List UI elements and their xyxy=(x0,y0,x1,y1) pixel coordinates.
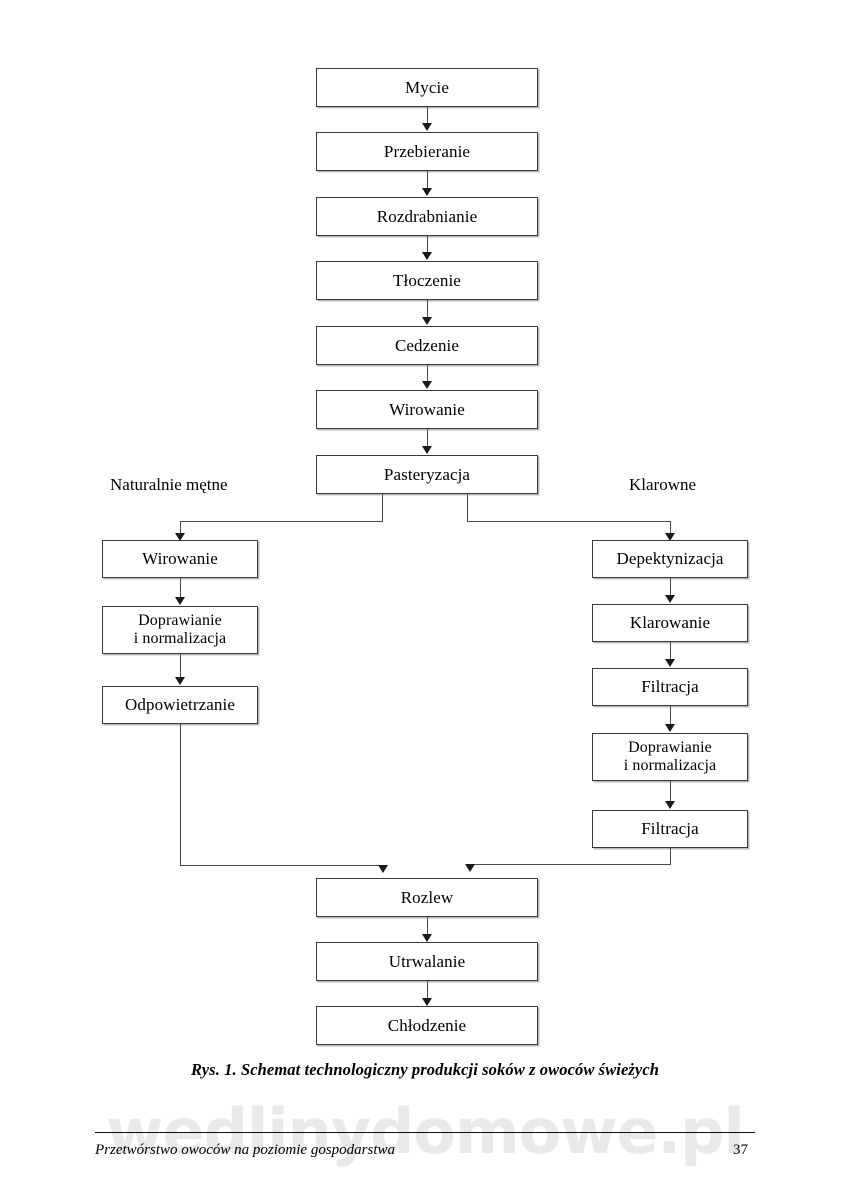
arrowhead-right-depektynizacja xyxy=(665,533,675,541)
branch-left-stem-descend xyxy=(180,521,181,535)
connector-cedzenie-wirowanie xyxy=(427,365,428,382)
merge-left-horizontal xyxy=(180,865,384,866)
connector-wirowanie-pasteryzacja xyxy=(427,429,428,447)
arrowhead-left-doprawianie xyxy=(175,597,185,605)
flow-node-rozlew[interactable]: Rozlew xyxy=(316,878,538,917)
flow-node-chlodzenie[interactable]: Chłodzenie xyxy=(316,1006,538,1045)
arrowhead-right-doprawianie xyxy=(665,724,675,732)
connector-right-doprawianie-filtracja2 xyxy=(670,781,671,801)
arrowhead-rozdrabnianie xyxy=(422,188,432,196)
flow-node-wirowanie[interactable]: Wirowanie xyxy=(316,390,538,429)
arrowhead-right-klarowanie xyxy=(665,595,675,603)
arrowhead-wirowanie xyxy=(422,381,432,389)
flow-node-cedzenie[interactable]: Cedzenie xyxy=(316,326,538,365)
connector-rozdrabnianie-tloczenie xyxy=(427,236,428,253)
branch-right-stem-horizontal xyxy=(467,521,670,522)
footer-page-number: 37 xyxy=(733,1142,748,1158)
arrowhead-left-odpowietrzanie xyxy=(175,677,185,685)
branch-left-stem-horizontal xyxy=(180,521,383,522)
connector-right-klarowanie-filtracja xyxy=(670,642,671,659)
arrowhead-merge-right-rozlew xyxy=(465,864,475,872)
footer-divider xyxy=(95,1132,755,1133)
arrowhead-merge-left-rozlew xyxy=(378,865,388,873)
flow-node-pasteryzacja[interactable]: Pasteryzacja xyxy=(316,455,538,494)
flow-node-rozdrabnianie[interactable]: Rozdrabnianie xyxy=(316,197,538,236)
flow-node-right-filtracja-2[interactable]: Filtracja xyxy=(592,810,748,848)
branch-right-stem-descend xyxy=(670,521,671,535)
flow-node-right-depektynizacja[interactable]: Depektynizacja xyxy=(592,540,748,578)
branch-left-stem-drop xyxy=(382,494,383,522)
merge-right-descend xyxy=(670,848,671,865)
connector-mycie-przebieranie xyxy=(427,107,428,124)
flow-node-right-doprawianie[interactable]: Doprawianie i normalizacja xyxy=(592,733,748,781)
arrowhead-right-filtracja-1 xyxy=(665,659,675,667)
connector-przebieranie-rozdrabnianie xyxy=(427,171,428,189)
branch-label-left: Naturalnie mętne xyxy=(110,475,228,494)
flow-node-right-filtracja-1[interactable]: Filtracja xyxy=(592,668,748,706)
figure-caption: Rys. 1. Schemat technologiczny produkcji… xyxy=(190,1060,660,1079)
connector-right-filtracja-doprawianie xyxy=(670,706,671,724)
connector-utrwalanie-chlodzenie xyxy=(427,981,428,998)
branch-label-right: Klarowne xyxy=(629,475,697,494)
connector-left-wirowanie-doprawianie xyxy=(180,578,181,597)
flow-node-left-wirowanie[interactable]: Wirowanie xyxy=(102,540,258,578)
connector-rozlew-utrwalanie xyxy=(427,917,428,934)
arrowhead-right-filtracja-2 xyxy=(665,801,675,809)
arrowhead-utrwalanie xyxy=(422,934,432,942)
arrowhead-pasteryzacja xyxy=(422,446,432,454)
footer-running-title: Przetwórstwo owoców na poziomie gospodar… xyxy=(95,1142,396,1158)
flow-node-left-odpowietrzanie[interactable]: Odpowietrzanie xyxy=(102,686,258,724)
arrowhead-cedzenie xyxy=(422,317,432,325)
flow-node-right-klarowanie[interactable]: Klarowanie xyxy=(592,604,748,642)
flow-node-tloczenie[interactable]: Tłoczenie xyxy=(316,261,538,300)
connector-tloczenie-cedzenie xyxy=(427,300,428,318)
flow-node-przebieranie[interactable]: Przebieranie xyxy=(316,132,538,171)
connector-right-depektynizacja-klarowanie xyxy=(670,578,671,595)
flow-node-mycie[interactable]: Mycie xyxy=(316,68,538,107)
arrowhead-left-wirowanie xyxy=(175,533,185,541)
merge-right-horizontal xyxy=(470,864,671,865)
merge-left-descend xyxy=(180,724,181,865)
flow-node-utrwalanie[interactable]: Utrwalanie xyxy=(316,942,538,981)
connector-left-doprawianie-odpowietrzanie xyxy=(180,654,181,677)
arrowhead-chlodzenie xyxy=(422,998,432,1006)
flow-node-left-doprawianie[interactable]: Doprawianie i normalizacja xyxy=(102,606,258,654)
arrowhead-przebieranie xyxy=(422,123,432,131)
branch-right-stem-drop xyxy=(467,494,468,522)
arrowhead-tloczenie xyxy=(422,252,432,260)
